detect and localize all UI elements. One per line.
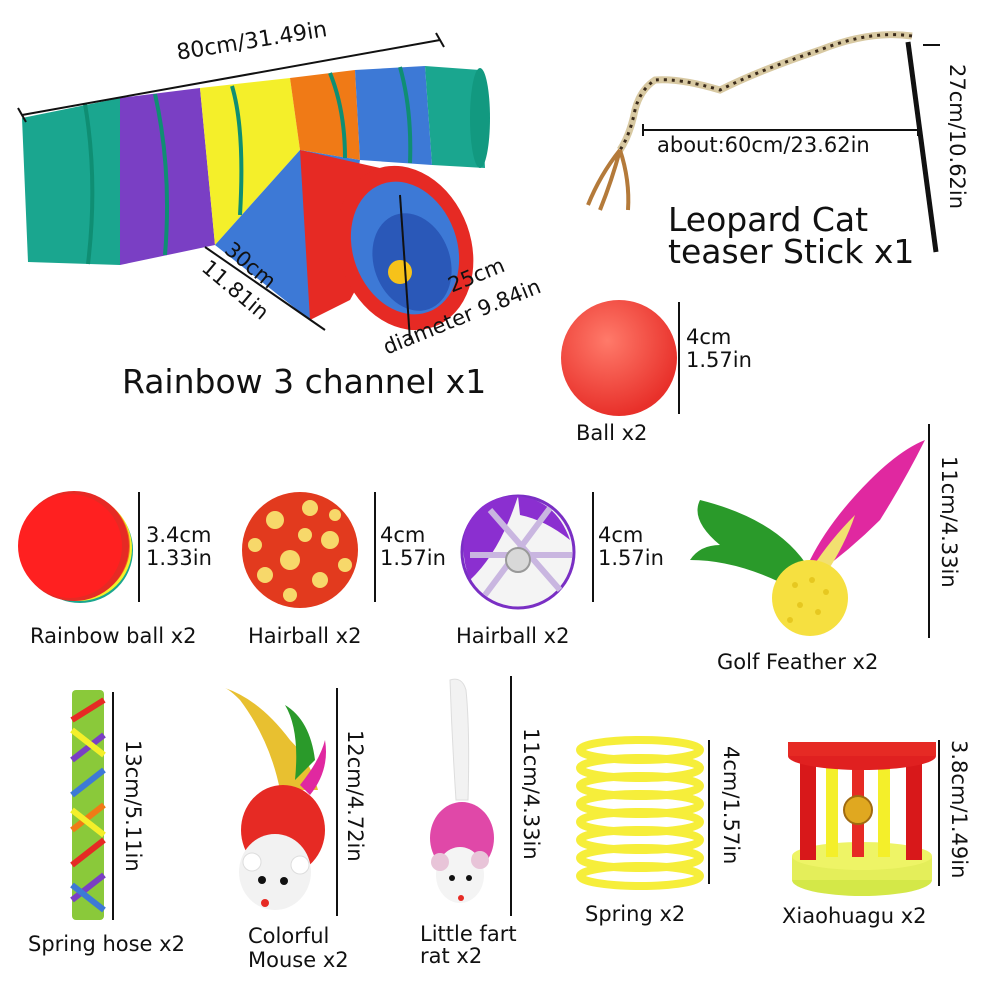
xiaohuagu-dimension-line <box>938 740 940 886</box>
hairball-bell-size-in: 1.57in <box>598 546 664 570</box>
hairball-bell-dimension-line <box>592 492 594 602</box>
teaser-stick-length-label: about:60cm/23.62in <box>657 133 870 157</box>
golf-feather-dimension-line <box>928 424 930 638</box>
little-rat-name-line1: Little fart <box>420 922 517 946</box>
ball-product-name: Ball x2 <box>576 421 648 445</box>
little-rat-name-line2: rat x2 <box>420 944 483 968</box>
spring-dimension-line <box>708 740 710 884</box>
little-rat-dimension-line <box>510 676 512 916</box>
teaser-stick-name-line1: Leopard Cat <box>668 200 869 239</box>
colorful-mouse-dimension-line <box>336 688 338 916</box>
colorful-mouse-name-line1: Colorful <box>248 924 330 948</box>
rainbow-ball-product-name: Rainbow ball x2 <box>30 624 197 648</box>
rainbow-ball-size-in: 1.33in <box>146 546 212 570</box>
ball-dimension-line <box>678 302 680 414</box>
teaser-stick-name-line2: teaser Stick x1 <box>668 232 915 271</box>
xiaohuagu-product-name: Xiaohuagu x2 <box>782 904 927 928</box>
hairball-pom-size-cm: 4cm <box>380 523 426 547</box>
colorful-mouse-name-line2: Mouse x2 <box>248 948 349 972</box>
rainbow-ball-size-cm: 3.4cm <box>146 523 212 547</box>
tunnel-product-name: Rainbow 3 channel x1 <box>122 362 487 401</box>
spring-product-name: Spring x2 <box>585 902 686 926</box>
ball-size-cm: 4cm <box>686 325 732 349</box>
hairball-bell-size-cm: 4cm <box>598 523 644 547</box>
ball-size-in: 1.57in <box>686 348 752 372</box>
hairball-pom-product-name: Hairball x2 <box>248 624 362 648</box>
hairball-pom-dimension-line <box>374 492 376 602</box>
xiaohuagu-size-label: 3.8cm/1.49in <box>947 740 971 879</box>
hairball-pom-size-in: 1.57in <box>380 546 446 570</box>
hairball-bell-product-name: Hairball x2 <box>456 624 570 648</box>
spring-hose-dimension-line <box>112 692 114 920</box>
spring-hose-product-name: Spring hose x2 <box>28 932 185 956</box>
golf-feather-product-name: Golf Feather x2 <box>717 650 879 674</box>
rainbow-ball-dimension-line <box>138 492 140 602</box>
